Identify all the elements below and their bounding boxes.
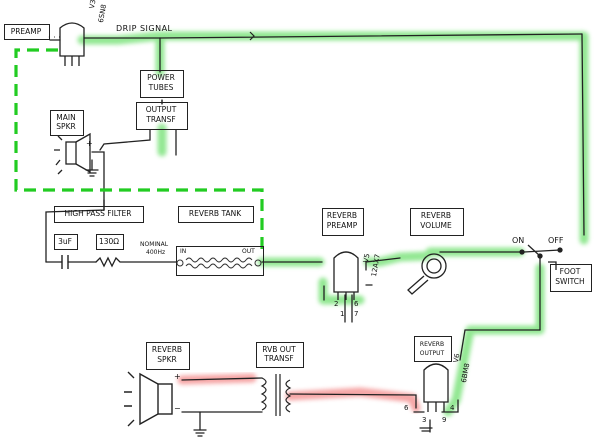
nominal-label: NOMINAL: [140, 241, 169, 248]
switch-off-label: OFF: [548, 236, 564, 245]
main-speaker-symbol: [54, 132, 91, 175]
high-pass-filter-label: HIGH PASS FILTER: [64, 209, 132, 218]
v5-pin-2: 2: [334, 300, 339, 308]
reverb-preamp-line1: REVERB: [326, 211, 358, 220]
reverb-preamp-box: [322, 208, 364, 236]
foot-switch-box: [550, 264, 592, 292]
reverb-output-box: [414, 336, 452, 362]
main-spkr-line1: MAIN: [56, 113, 76, 122]
tank-out-label: OUT: [242, 248, 255, 255]
reverb-tank-spring: [176, 257, 262, 269]
rvb-out-transformer-symbol: [260, 374, 292, 416]
reverb-volume-pot: [407, 253, 447, 295]
nominal-freq-label: 400Hz: [146, 249, 166, 256]
foot-switch-line2: SWITCH: [555, 277, 585, 286]
switch-on-label: ON: [512, 236, 525, 245]
reverb-tank-label-box: [178, 206, 254, 223]
reverb-tank-label: REVERB TANK: [188, 209, 242, 218]
rvb-out-transf-line2: TRANSF: [264, 354, 294, 363]
res-value-box: [96, 234, 124, 250]
v5-pin-7: 7: [354, 310, 359, 318]
output-transf-box: [136, 102, 188, 130]
main-spkr-plus: +: [86, 139, 93, 148]
v5-pin-1: 1: [340, 310, 345, 318]
reverb-output-glow: [177, 373, 421, 413]
v6-pin-4: 4: [450, 404, 455, 412]
reverb-output-line2: OUTPUT: [419, 350, 445, 357]
chassis-dashed-line: [14, 48, 264, 254]
output-transf-line2: TRANSF: [146, 115, 176, 124]
reverb-spkr-line2: SPKR: [157, 355, 177, 364]
v6-tube-symbol: [423, 363, 449, 412]
reverb-preamp-line2: PREAMP: [326, 221, 358, 230]
reverb-spkr-plus: +: [174, 372, 181, 381]
v5-tube-symbol: [333, 251, 359, 300]
foot-switch-symbol: [519, 244, 563, 270]
v3-tube-symbol: [59, 22, 85, 66]
reverb-tank-body: [176, 246, 264, 276]
rvb-out-transf-box: [256, 342, 304, 368]
drip-signal-label: DRIP SIGNAL: [116, 24, 173, 33]
v6-label: V6: [452, 352, 462, 364]
v6-pin-3: 3: [422, 416, 427, 424]
reverb-spkr-box: [146, 342, 190, 370]
preamp-ellipsis: · · ·: [48, 33, 61, 42]
reverb-volume-line1: REVERB: [420, 211, 452, 220]
rvb-out-transf-line1: RVB OUT: [262, 345, 296, 354]
reverb-volume-box: [410, 208, 464, 236]
v5-pin-6: 6: [354, 300, 359, 308]
cap-value-box: [54, 234, 78, 250]
power-tubes-box: [140, 70, 184, 98]
v5-label: V5: [362, 252, 372, 264]
reverb-spkr-line1: REVERB: [151, 345, 183, 354]
v3-label: V3: [88, 0, 98, 10]
res-value-label: 130Ω: [98, 237, 120, 246]
v6-pin-6: 6: [404, 404, 409, 412]
reverb-output-line1: REVERB: [419, 341, 445, 348]
v6-pin-9: 9: [442, 416, 447, 424]
tank-in-label: IN: [180, 248, 187, 255]
reverb-speaker-symbol: [124, 371, 173, 427]
wires: [45, 33, 585, 437]
main-spkr-line2: SPKR: [56, 122, 76, 131]
preamp-box: [4, 24, 50, 40]
output-transf-line1: OUTPUT: [145, 105, 177, 114]
foot-switch-line1: FOOT: [559, 267, 581, 276]
power-tubes-line2: TUBES: [148, 83, 174, 92]
high-pass-filter-box: [54, 206, 144, 223]
main-spkr-box: [50, 110, 84, 136]
preamp-label: PREAMP: [10, 27, 42, 36]
reverb-spkr-minus: −: [174, 404, 181, 413]
cap-value-label: 3uF: [58, 237, 72, 246]
reverb-volume-line2: VOLUME: [420, 221, 452, 230]
capacitor-symbol: [61, 255, 69, 269]
power-tubes-line1: POWER: [147, 73, 175, 82]
